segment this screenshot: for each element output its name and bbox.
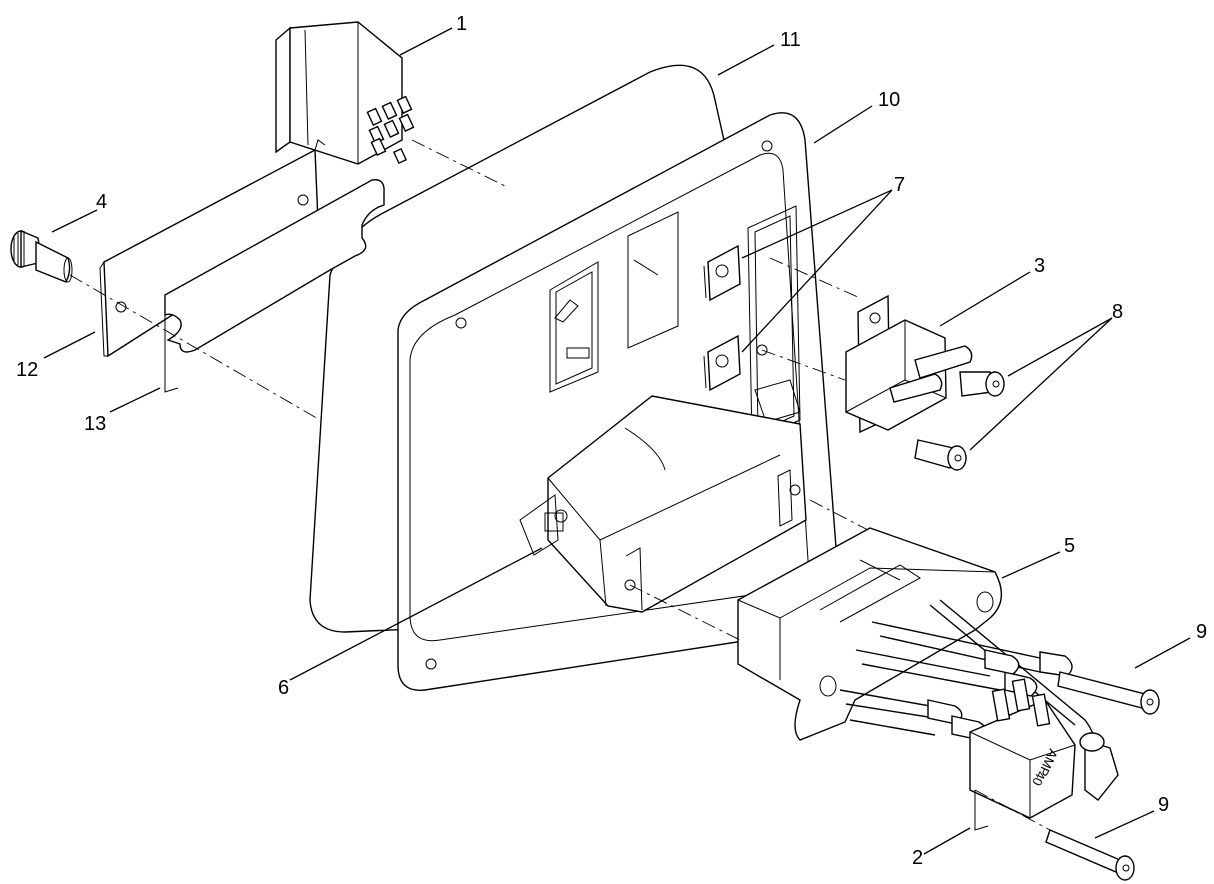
callout-1: 1 (456, 13, 467, 35)
callout-2: 2 (912, 847, 923, 869)
wire-harness (839, 599, 1119, 801)
insulator-part-13 (164, 179, 385, 393)
assembly-center-lines (69, 139, 1051, 831)
switch-housing-part-5 (737, 527, 1003, 741)
plug-connector-part-3 (754, 294, 973, 434)
housing-bracket-part-6 (519, 395, 807, 613)
connector-block-part-2: AMP 40 (969, 678, 1076, 831)
screw-part-9-lower (1045, 829, 1135, 881)
callout-3: 3 (1034, 255, 1045, 277)
knob-part-4 (10, 229, 73, 283)
callout-4: 4 (96, 191, 107, 213)
rocker-switch-part-1 (275, 21, 415, 165)
callout-7: 7 (894, 174, 905, 196)
callout-6: 6 (278, 677, 289, 699)
callout-9-upper: 9 (1196, 621, 1207, 643)
callout-leaders (43, 27, 1191, 855)
callout-13: 13 (84, 413, 106, 435)
screw-part-8-lower (914, 439, 967, 471)
callout-5: 5 (1064, 535, 1075, 557)
callout-9-lower: 9 (1158, 794, 1169, 816)
callout-labels: 1 2 3 4 5 6 7 8 9 9 10 11 12 13 (16, 13, 1207, 869)
callout-10: 10 (878, 89, 900, 111)
clip-part-7-lower (703, 334, 741, 392)
screw-part-8-upper (959, 371, 1005, 397)
screw-part-9-upper (1057, 671, 1160, 715)
callout-12: 12 (16, 359, 38, 381)
callout-11: 11 (780, 29, 801, 51)
clip-part-7-upper (703, 244, 741, 302)
switch-terminals (366, 95, 415, 165)
block-rating-marking: 40 (1029, 769, 1049, 788)
callout-8: 8 (1112, 301, 1123, 323)
